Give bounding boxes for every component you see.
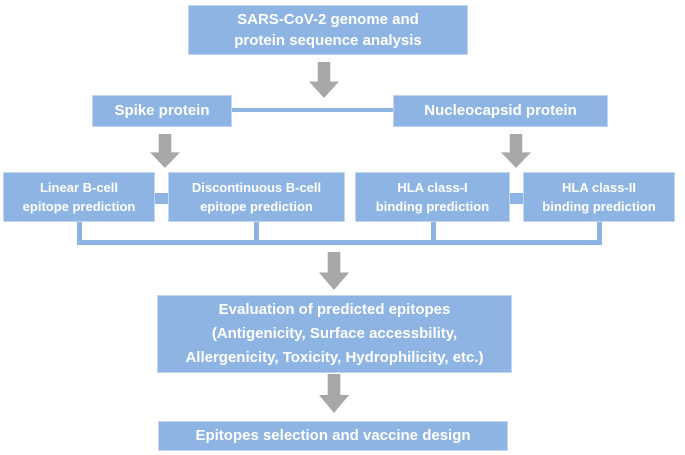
node-discontinuous-bcell-prediction: Discontinuous B-cell epitope prediction (168, 172, 345, 222)
connector-hla-boxes (510, 193, 523, 204)
arrow-nucleocapsid-to-hla-icon (501, 134, 531, 168)
arrow-genome-to-proteins-icon (309, 62, 339, 98)
node-epitope-selection-vaccine-design: Epitopes selection and vaccine design (158, 421, 508, 451)
node-label: HLA class-II binding prediction (542, 180, 656, 214)
node-genome-analysis: SARS-CoV-2 genome and protein sequence a… (188, 5, 468, 55)
arrow-spike-to-bcell-icon (150, 134, 180, 168)
node-spike-protein: Spike protein (92, 95, 232, 127)
node-label: Evaluation of predicted epitopes (Antige… (185, 301, 484, 366)
node-epitope-evaluation: Evaluation of predicted epitopes (Antige… (157, 295, 512, 373)
node-label: Spike protein (114, 102, 210, 119)
node-hla-class2-prediction: HLA class-II binding prediction (523, 172, 675, 222)
node-nucleocapsid-protein: Nucleocapsid protein (393, 95, 608, 127)
merge-stub-hla2 (597, 222, 602, 242)
node-linear-bcell-prediction: Linear B-cell epitope prediction (3, 172, 155, 222)
node-label: Linear B-cell epitope prediction (22, 180, 136, 214)
node-label: Discontinuous B-cell epitope prediction (191, 180, 322, 214)
merge-line (77, 240, 602, 245)
merge-stub-hla1 (431, 222, 436, 242)
connector-spike-nucleocapsid (232, 108, 393, 112)
connector-bcell-boxes (155, 193, 168, 204)
merge-stub-linear (77, 222, 82, 242)
arrow-merge-to-evaluation-icon (319, 252, 349, 290)
node-hla-class1-prediction: HLA class-I binding prediction (355, 172, 510, 222)
node-label: Epitopes selection and vaccine design (195, 427, 471, 444)
node-label: SARS-CoV-2 genome and protein sequence a… (234, 11, 422, 49)
node-label: HLA class-I binding prediction (375, 180, 490, 214)
merge-stub-discontinuous (254, 222, 259, 242)
node-label: Nucleocapsid protein (424, 102, 577, 119)
arrow-evaluation-to-selection-icon (319, 374, 349, 413)
